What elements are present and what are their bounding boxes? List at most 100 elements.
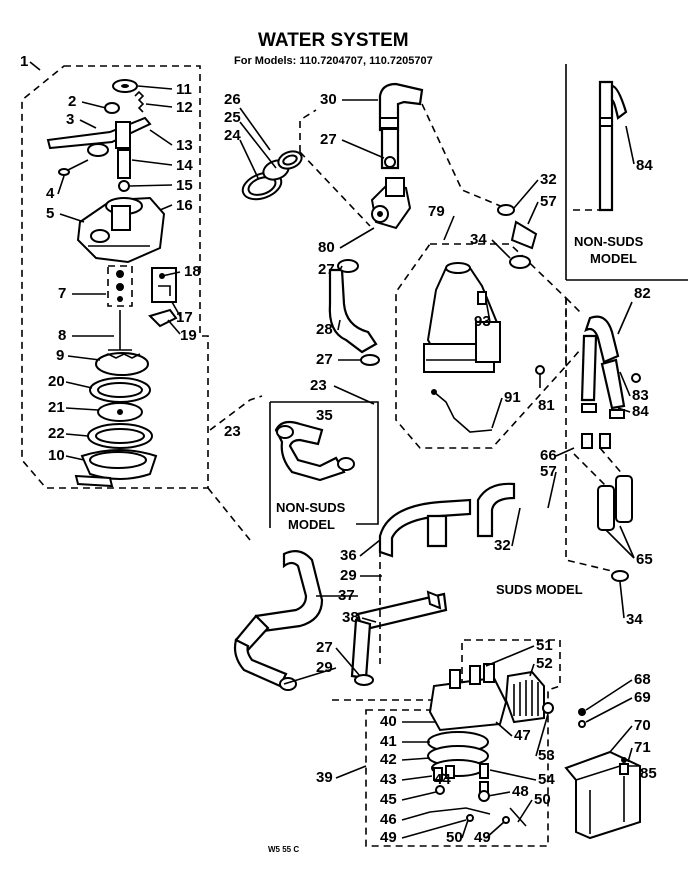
callout-84a: 84 — [636, 157, 653, 174]
callout-27c: 27 — [316, 351, 333, 368]
callout-49a: 49 — [380, 829, 397, 846]
callout-91: 91 — [504, 389, 521, 406]
callout-53: 53 — [538, 747, 555, 764]
callout-1: 1 — [20, 53, 28, 70]
callout-39: 39 — [316, 769, 333, 786]
callout-47: 47 — [514, 727, 531, 744]
callout-25: 25 — [224, 109, 241, 126]
callout-57a: 57 — [540, 193, 557, 210]
hose-28 — [328, 259, 380, 366]
callout-13: 13 — [176, 137, 193, 154]
callout-18: 18 — [184, 263, 201, 280]
callout-11: 11 — [176, 81, 192, 98]
callout-32a: 32 — [540, 171, 557, 188]
callout-79: 79 — [428, 203, 445, 220]
water-valve-assembly — [21, 65, 209, 489]
callout-84b: 84 — [632, 403, 649, 420]
callout-35: 35 — [316, 407, 333, 424]
callout-23a: 23 — [310, 377, 327, 394]
callout-32b: 32 — [494, 537, 511, 554]
callout-45: 45 — [380, 791, 397, 808]
callout-5: 5 — [46, 205, 54, 222]
callout-40: 40 — [380, 713, 397, 730]
callout-3: 3 — [66, 111, 74, 128]
non-suds-label-mid-line2: MODEL — [288, 517, 335, 532]
callout-9: 9 — [56, 347, 64, 364]
callout-22: 22 — [48, 425, 65, 442]
callout-27d: 27 — [316, 639, 333, 656]
callout-81: 81 — [538, 397, 555, 414]
gasket-set — [241, 150, 303, 201]
diagram-title: WATER SYSTEM — [258, 30, 409, 51]
non-suds-standpipe — [565, 64, 688, 281]
callout-16: 16 — [176, 197, 193, 214]
suds-hose-set — [565, 297, 641, 419]
non-suds-label-mid-line1: NON-SUDS — [276, 500, 346, 515]
callout-34b: 34 — [626, 611, 643, 628]
leader-lines — [29, 61, 635, 839]
callout-15: 15 — [176, 177, 193, 194]
callout-69: 69 — [634, 689, 651, 706]
callout-24: 24 — [224, 127, 241, 144]
callout-93: 93 — [474, 313, 491, 330]
callout-17: 17 — [176, 309, 193, 326]
callout-10: 10 — [48, 447, 65, 464]
callout-50a: 50 — [534, 791, 551, 808]
callout-50b: 50 — [446, 829, 463, 846]
callout-12: 12 — [176, 99, 193, 116]
non-suds-label-top-line2: MODEL — [590, 251, 637, 266]
callout-8: 8 — [58, 327, 66, 344]
callout-48: 48 — [512, 783, 529, 800]
callout-38: 38 — [342, 609, 359, 626]
callout-80: 80 — [318, 239, 335, 256]
pump-assembly — [365, 639, 561, 847]
callout-54: 54 — [538, 771, 555, 788]
callout-52: 52 — [536, 655, 553, 672]
callout-14: 14 — [176, 157, 193, 174]
callout-43: 43 — [380, 771, 397, 788]
drain-hoses — [207, 395, 516, 701]
mounting-bracket — [564, 708, 641, 840]
callout-42: 42 — [380, 751, 397, 768]
footer-code: W5 55 C — [268, 845, 299, 854]
callout-27b: 27 — [318, 261, 335, 278]
callout-2: 2 — [68, 93, 76, 110]
non-suds-drain-hose — [269, 401, 379, 528]
callout-27a: 27 — [320, 131, 337, 148]
callout-71: 71 — [634, 739, 651, 756]
callout-85: 85 — [640, 765, 657, 782]
callout-83: 83 — [632, 387, 649, 404]
callout-4: 4 — [46, 185, 55, 202]
callout-28: 28 — [316, 321, 333, 338]
callout-7: 7 — [58, 285, 66, 302]
callout-21: 21 — [48, 399, 65, 416]
callout-49b: 49 — [474, 829, 491, 846]
callout-26: 26 — [224, 91, 241, 108]
callout-66: 66 — [540, 447, 557, 464]
callout-30: 30 — [320, 91, 337, 108]
upper-fittings — [497, 204, 538, 269]
suds-model-label: SUDS MODEL — [496, 582, 583, 597]
callout-46: 46 — [380, 811, 397, 828]
callout-41: 41 — [380, 733, 397, 750]
callout-19: 19 — [180, 327, 197, 344]
callout-70: 70 — [634, 717, 651, 734]
callout-68: 68 — [634, 671, 651, 688]
non-suds-label-top-line1: NON-SUDS — [574, 234, 644, 249]
callout-82: 82 — [634, 285, 651, 302]
callout-34a: 34 — [470, 231, 487, 248]
callout-65: 65 — [636, 551, 653, 568]
models-subtitle: For Models: 110.7204707, 110.7205707 — [234, 55, 433, 67]
inlet-hose-assembly — [299, 82, 511, 230]
tub-fill-assembly — [395, 243, 567, 449]
filter-cartridges — [565, 298, 633, 582]
callout-labels: 1 2 3 4 5 7 8 9 20 21 22 10 11 12 13 14 … — [20, 53, 657, 846]
callout-29b: 29 — [316, 659, 333, 676]
callout-44: 44 — [434, 771, 451, 788]
callout-23b: 23 — [224, 423, 241, 440]
callout-20: 20 — [48, 373, 65, 390]
callout-29a: 29 — [340, 567, 357, 584]
callout-57b: 57 — [540, 463, 557, 480]
callout-36: 36 — [340, 547, 357, 564]
